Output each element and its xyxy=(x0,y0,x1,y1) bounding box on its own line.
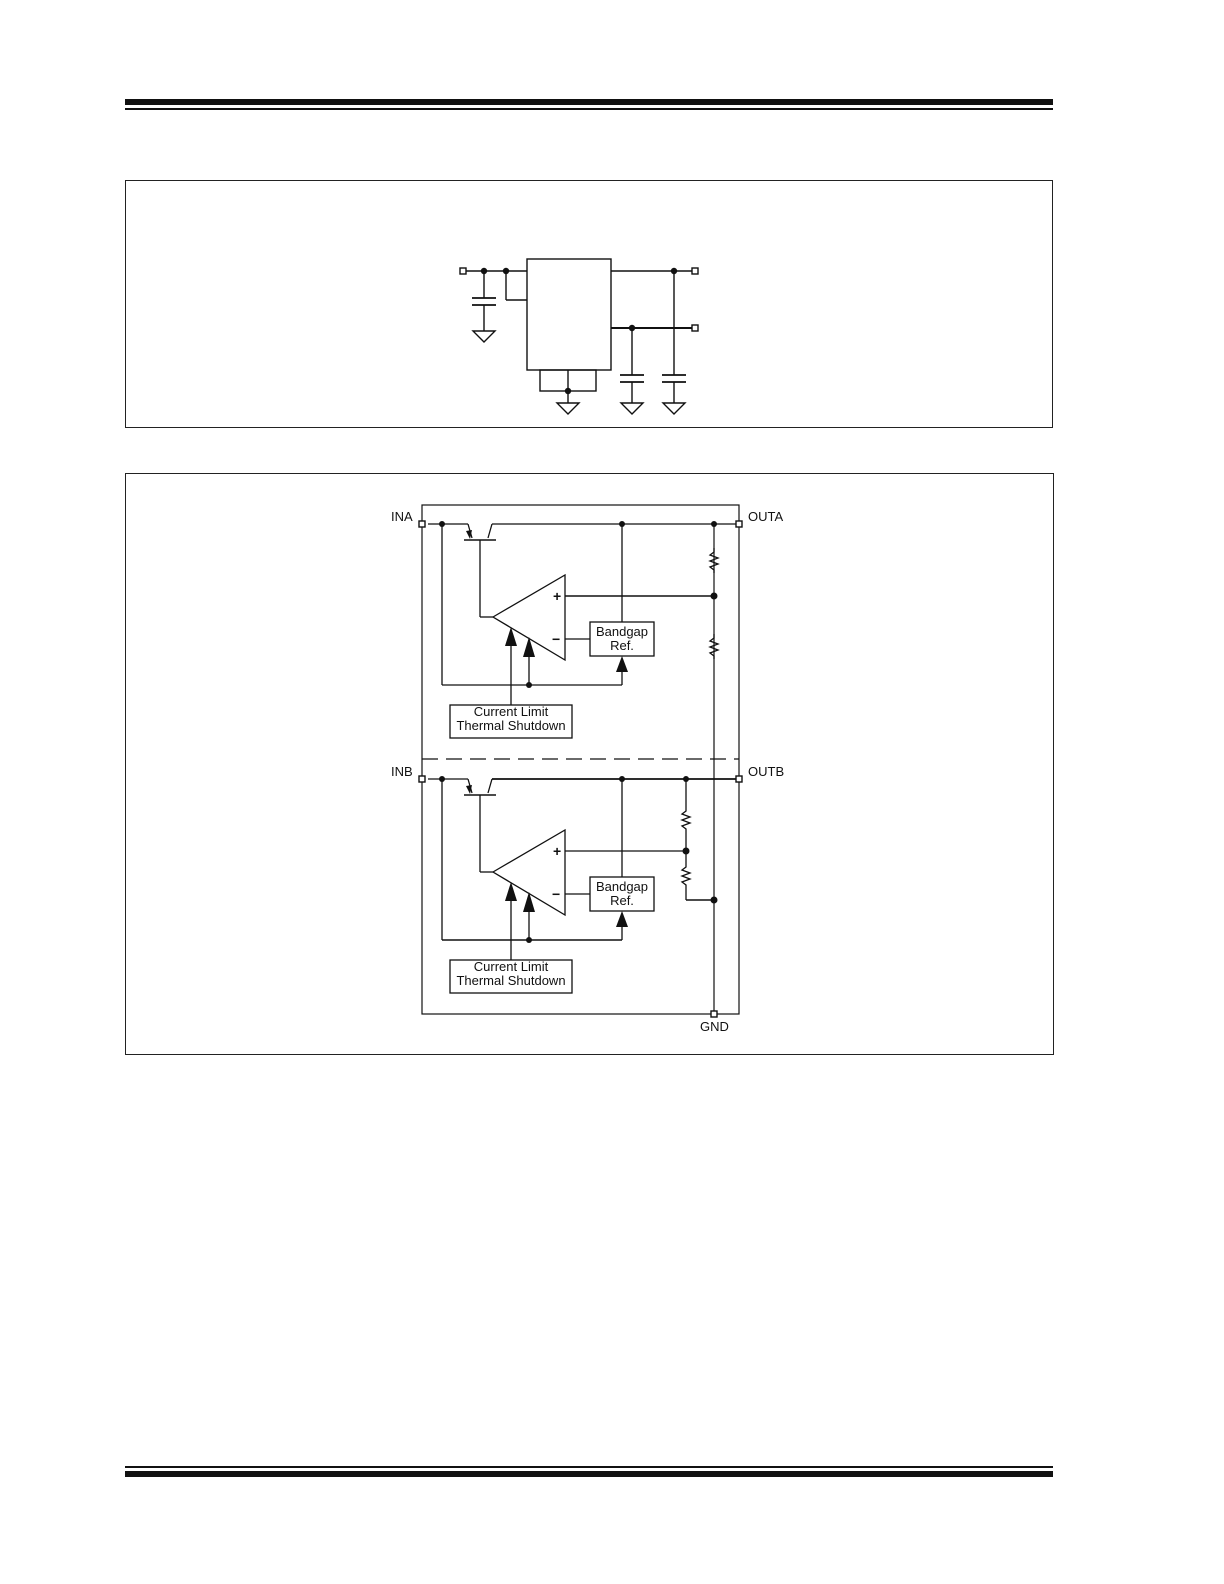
pin-outb xyxy=(735,775,743,783)
current-limit-box-b xyxy=(449,959,573,994)
channel-a xyxy=(428,523,739,739)
application-circuit xyxy=(459,258,699,415)
regulator-ic xyxy=(526,258,612,371)
ground-symbol xyxy=(555,402,581,415)
pin-label-outa: OUTA xyxy=(748,509,783,524)
pin-label-ina: INA xyxy=(391,509,413,524)
amp-minus-b: − xyxy=(552,886,560,902)
pin-gnd xyxy=(710,1010,718,1018)
bandgap-ref-box-a xyxy=(589,621,655,657)
output-a-terminal xyxy=(691,267,699,275)
block-diagram: INA OUTA INB OUTB GND Bandgap Ref. Curre… xyxy=(391,504,784,1034)
ground-symbol xyxy=(471,330,497,343)
pin-ina xyxy=(418,520,426,528)
ground-symbol xyxy=(619,402,645,415)
current-limit-label-a-line1: Current Limit xyxy=(474,704,549,719)
resistor-b-top xyxy=(680,808,692,832)
pin-inb xyxy=(418,775,426,783)
footer-rule-thin xyxy=(125,1466,1053,1468)
current-limit-box-a xyxy=(449,704,573,739)
resistor-a-bottom xyxy=(708,634,720,659)
current-limit-label-a-line2: Thermal Shutdown xyxy=(456,718,565,733)
pin-label-gnd: GND xyxy=(700,1019,729,1034)
resistor-a-top xyxy=(708,548,720,573)
current-limit-label-b-line1: Current Limit xyxy=(474,959,549,974)
amp-plus-a: + xyxy=(553,588,561,604)
amp-minus-a: − xyxy=(552,631,560,647)
pin-outa xyxy=(735,520,743,528)
current-limit-label-b-line2: Thermal Shutdown xyxy=(456,973,565,988)
pin-label-outb: OUTB xyxy=(748,764,784,779)
ground-symbol xyxy=(661,402,687,415)
amp-plus-b: + xyxy=(553,843,561,859)
header-rule-thin xyxy=(125,108,1053,110)
block-diagram-panel xyxy=(125,473,1054,1055)
bandgap-label-b-line1: Bandgap xyxy=(596,879,648,894)
footer-rule-thick xyxy=(125,1471,1053,1477)
channel-b xyxy=(428,778,739,994)
bandgap-label-a-line2: Ref. xyxy=(610,638,634,653)
pin-label-inb: INB xyxy=(391,764,413,779)
bandgap-label-a-line1: Bandgap xyxy=(596,624,648,639)
resistor-b-bottom xyxy=(680,864,692,888)
bandgap-label-b-line2: Ref. xyxy=(610,893,634,908)
output-b-terminal xyxy=(691,324,699,332)
header-rule-thick xyxy=(125,99,1053,105)
